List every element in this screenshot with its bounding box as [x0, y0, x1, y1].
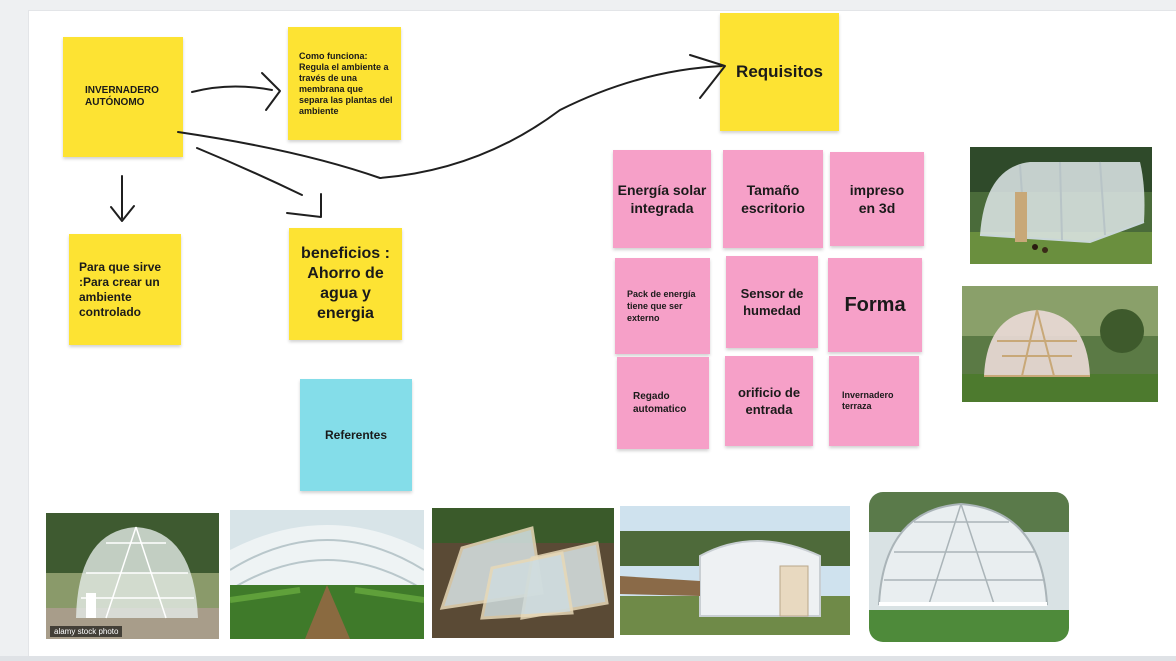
photo-watermark: alamy stock photo — [50, 626, 123, 637]
note-beneficios-text: beneficios : Ahorro de agua y energia — [301, 245, 390, 322]
requirement-note[interactable]: Regado automatico — [617, 357, 709, 449]
requirement-note-text: Pack de energía tiene que ser externo — [627, 289, 696, 323]
note-requisitos-text: Requisitos — [736, 62, 823, 81]
requirement-note[interactable]: Forma — [828, 258, 922, 352]
reference-photo-tunnel-interior-image — [230, 510, 424, 639]
note-referentes-text: Referentes — [324, 428, 388, 442]
requirement-note[interactable]: Pack de energía tiene que ser externo — [615, 258, 710, 354]
requirement-note-text: Forma — [844, 293, 906, 316]
reference-photo-clear-dome-image — [869, 492, 1069, 642]
note-invernadero[interactable]: INVERNADERO AUTÓNOMO — [63, 37, 183, 157]
note-para-que-sirve[interactable]: Para que sirve :Para crear un ambiente c… — [69, 234, 181, 345]
requirement-note[interactable]: Sensor de humedad — [726, 256, 818, 348]
requirement-note[interactable]: Energía solar integrada — [613, 150, 711, 248]
note-como-funciona[interactable]: Como funciona: Regula el ambiente a trav… — [288, 27, 401, 140]
requirement-note[interactable]: Invernadero terraza — [829, 356, 919, 446]
greenhouse-hoop-image — [970, 147, 1152, 264]
requirement-note-text: impreso en 3d — [849, 182, 905, 216]
requirement-note[interactable]: impreso en 3d — [830, 152, 924, 246]
requirement-note-text: orificio de entrada — [737, 385, 801, 417]
requirement-note-text: Tamaño escritorio — [741, 182, 805, 216]
note-beneficios[interactable]: beneficios : Ahorro de agua y energia — [289, 228, 402, 340]
requirement-note-text: Invernadero terraza — [842, 390, 894, 411]
reference-photo-cold-frames[interactable] — [432, 508, 614, 638]
reference-photo-cold-frames-image — [432, 508, 614, 638]
note-invernadero-text: INVERNADERO AUTÓNOMO — [85, 85, 159, 108]
requirement-note-text: Energía solar integrada — [617, 182, 707, 216]
requirement-note[interactable]: orificio de entrada — [725, 356, 813, 446]
note-como-funciona-text: Como funciona: Regula el ambiente a trav… — [299, 50, 393, 116]
reference-photo-film-house-image — [620, 506, 850, 635]
note-para-que-sirve-text: Para que sirve :Para crear un ambiente c… — [79, 259, 162, 319]
note-requisitos[interactable]: Requisitos — [720, 13, 839, 131]
requirement-note-text: Sensor de humedad — [740, 286, 804, 318]
requirement-note-text: Regado automatico — [633, 391, 687, 415]
greenhouse-dome-garden-image — [962, 286, 1158, 402]
reference-photo-geodesic-dome-image — [46, 513, 219, 639]
note-referentes[interactable]: Referentes — [300, 379, 412, 491]
reference-photo-geodesic-dome[interactable]: alamy stock photo — [46, 513, 219, 639]
reference-photo-tunnel-interior[interactable] — [230, 510, 424, 639]
bottom-scroll-bar — [0, 656, 1176, 661]
requirement-note[interactable]: Tamaño escritorio — [723, 150, 823, 248]
reference-photo-film-house[interactable] — [620, 506, 850, 635]
reference-photo-clear-dome[interactable] — [869, 492, 1069, 642]
greenhouse-dome-garden-photo[interactable] — [962, 286, 1158, 402]
greenhouse-hoop-photo[interactable] — [970, 147, 1152, 264]
